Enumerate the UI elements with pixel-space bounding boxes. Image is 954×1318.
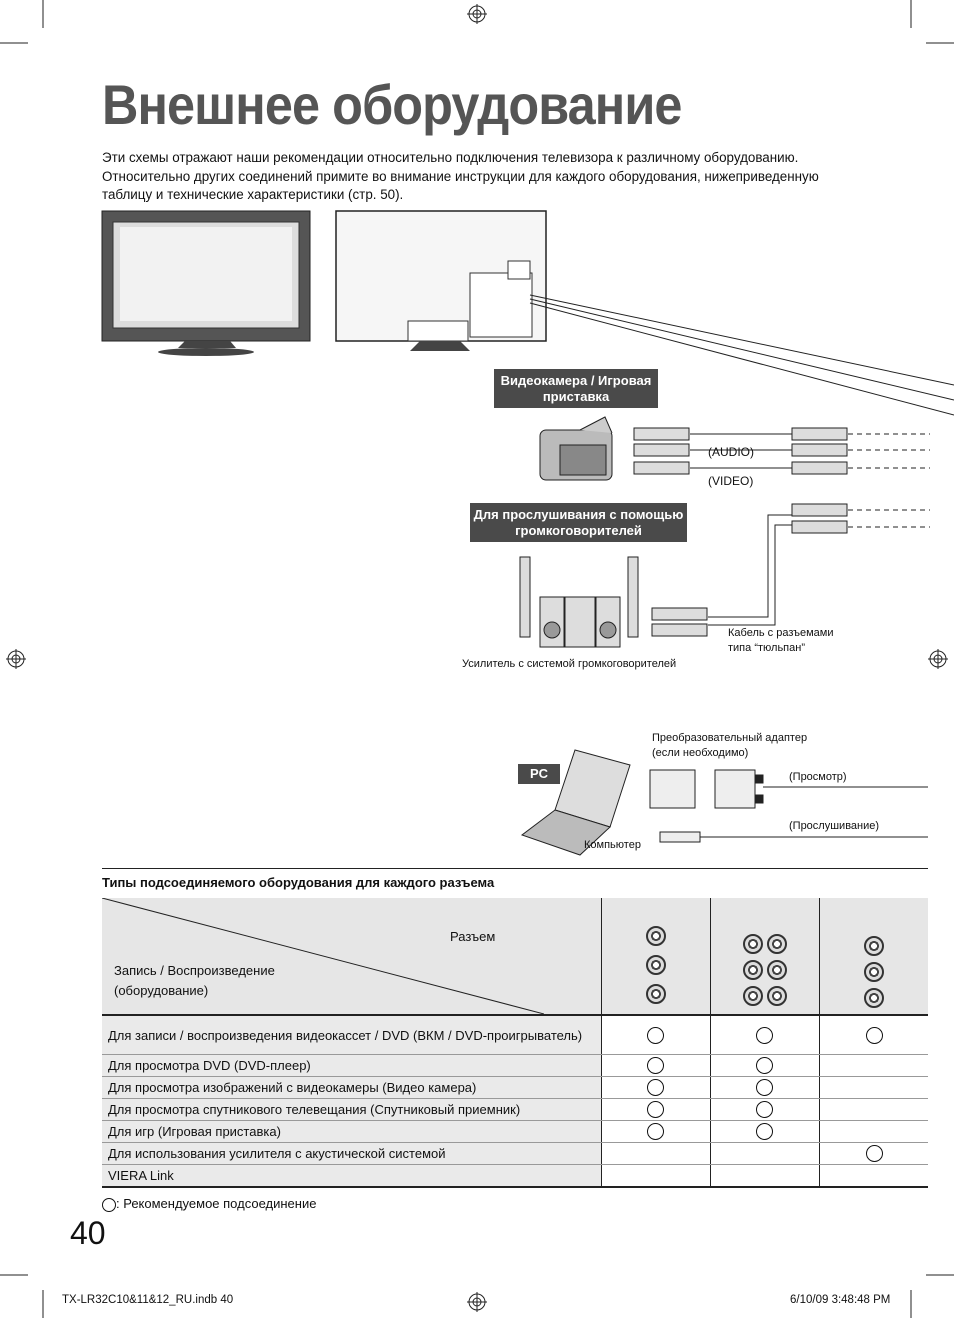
- tv-back-illustration: [335, 210, 954, 416]
- out-video-jack-icon: [864, 936, 884, 956]
- audio-label: (AUDIO): [708, 445, 754, 459]
- table-row: VIERA Link: [102, 1164, 928, 1188]
- recommended-mark: [647, 1026, 665, 1044]
- table-row: Для записи / воспроизведения видеокассет…: [102, 1015, 928, 1055]
- equipment-table: Разъем Запись / Воспроизведение (оборудо…: [102, 898, 928, 1188]
- header-equipment: Запись / Воспроизведение (оборудование): [114, 963, 275, 998]
- camcorder-illustration: [539, 416, 613, 481]
- table-row: Для игр (Игровая приставка): [102, 1120, 928, 1143]
- audio-r-jack-icon: [645, 984, 666, 1004]
- recommended-mark: [756, 1026, 774, 1044]
- table-header-row: Разъем Запись / Воспроизведение (оборудо…: [102, 898, 928, 1016]
- recommended-mark: [756, 1079, 774, 1097]
- jack-column-output: [819, 898, 928, 1016]
- intro-text: Эти схемы отражают наши рекомендации отн…: [102, 150, 819, 202]
- laptop-illustration: [520, 749, 631, 856]
- legend-text: : Рекомендуемое подсоединение: [116, 1196, 317, 1211]
- connection-diagram: [101, 210, 954, 856]
- audio-l-jack-icon: [645, 955, 666, 975]
- camcorder-label: Видеокамера / Игровая приставка: [494, 369, 658, 408]
- component-pb-jack-icon: [766, 960, 787, 980]
- jack-column-component: [709, 898, 820, 1016]
- view-label: (Просмотр): [789, 771, 847, 783]
- table-row: Для использования усилителя с акустическ…: [102, 1142, 928, 1165]
- recommended-mark: [865, 1026, 883, 1044]
- table-row: Для просмотра изображений с видеокамеры …: [102, 1076, 928, 1099]
- jack-column-av: [600, 898, 711, 1016]
- tv-front-illustration: [101, 210, 311, 356]
- header-diagonal-line: [102, 898, 544, 1014]
- speaker-system-illustration: [519, 556, 639, 648]
- adapter-caption: Преобразовательный адаптер (если необход…: [652, 732, 808, 759]
- video-label: (VIDEO): [708, 474, 754, 488]
- component-y-jack-icon: [766, 934, 787, 954]
- speakers-label: Для прослушивания с помощью громкоговори…: [470, 503, 687, 542]
- recommended-mark: [647, 1079, 665, 1097]
- header-diagonal-cell: Разъем Запись / Воспроизведение (оборудо…: [102, 898, 602, 1016]
- cable-caption: Кабель с разъемами типа “тюльпан”: [728, 627, 834, 654]
- footer-file: TX-LR32C10&11&12_RU.indb 40: [62, 1294, 234, 1306]
- table-row: Для просмотра DVD (DVD-плеер): [102, 1054, 928, 1077]
- pc-label: PC: [518, 764, 560, 784]
- video-jack-icon: [645, 926, 666, 946]
- out-r-jack-icon: [864, 988, 884, 1008]
- header-connector: Разъем: [450, 929, 496, 944]
- table-row: Для просмотра спутникового телевещания (…: [102, 1098, 928, 1121]
- component-pr-jack-icon: [766, 986, 787, 1006]
- out-l-jack-icon: [864, 962, 884, 982]
- rca-cables: [633, 427, 930, 637]
- footer-date: 6/10/09 3:48:48 PM: [790, 1294, 891, 1306]
- recommended-mark: [647, 1101, 665, 1119]
- legend: : Рекомендуемое подсоединение: [102, 1196, 316, 1212]
- recommended-mark: [865, 1145, 883, 1163]
- computer-caption: Компьютер: [584, 839, 641, 851]
- recommended-mark: [647, 1123, 665, 1141]
- adapter-illustration: [649, 769, 928, 843]
- table-caption: Типы подсоединяемого оборудования для ка…: [102, 875, 495, 890]
- recommended-mark: [756, 1101, 774, 1119]
- registration-mark-icon: [6, 4, 948, 1312]
- recommended-mark-icon: [102, 1197, 116, 1212]
- recommended-mark: [647, 1057, 665, 1075]
- recommended-mark: [756, 1057, 774, 1075]
- page-number: 40: [70, 1215, 106, 1251]
- amplifier-caption: Усилитель с системой громкоговорителей: [462, 658, 677, 670]
- listen-label: (Прослушивание): [789, 820, 880, 832]
- recommended-mark: [756, 1123, 774, 1141]
- divider: [102, 868, 928, 869]
- page-title: Внешнее оборудование: [102, 73, 682, 136]
